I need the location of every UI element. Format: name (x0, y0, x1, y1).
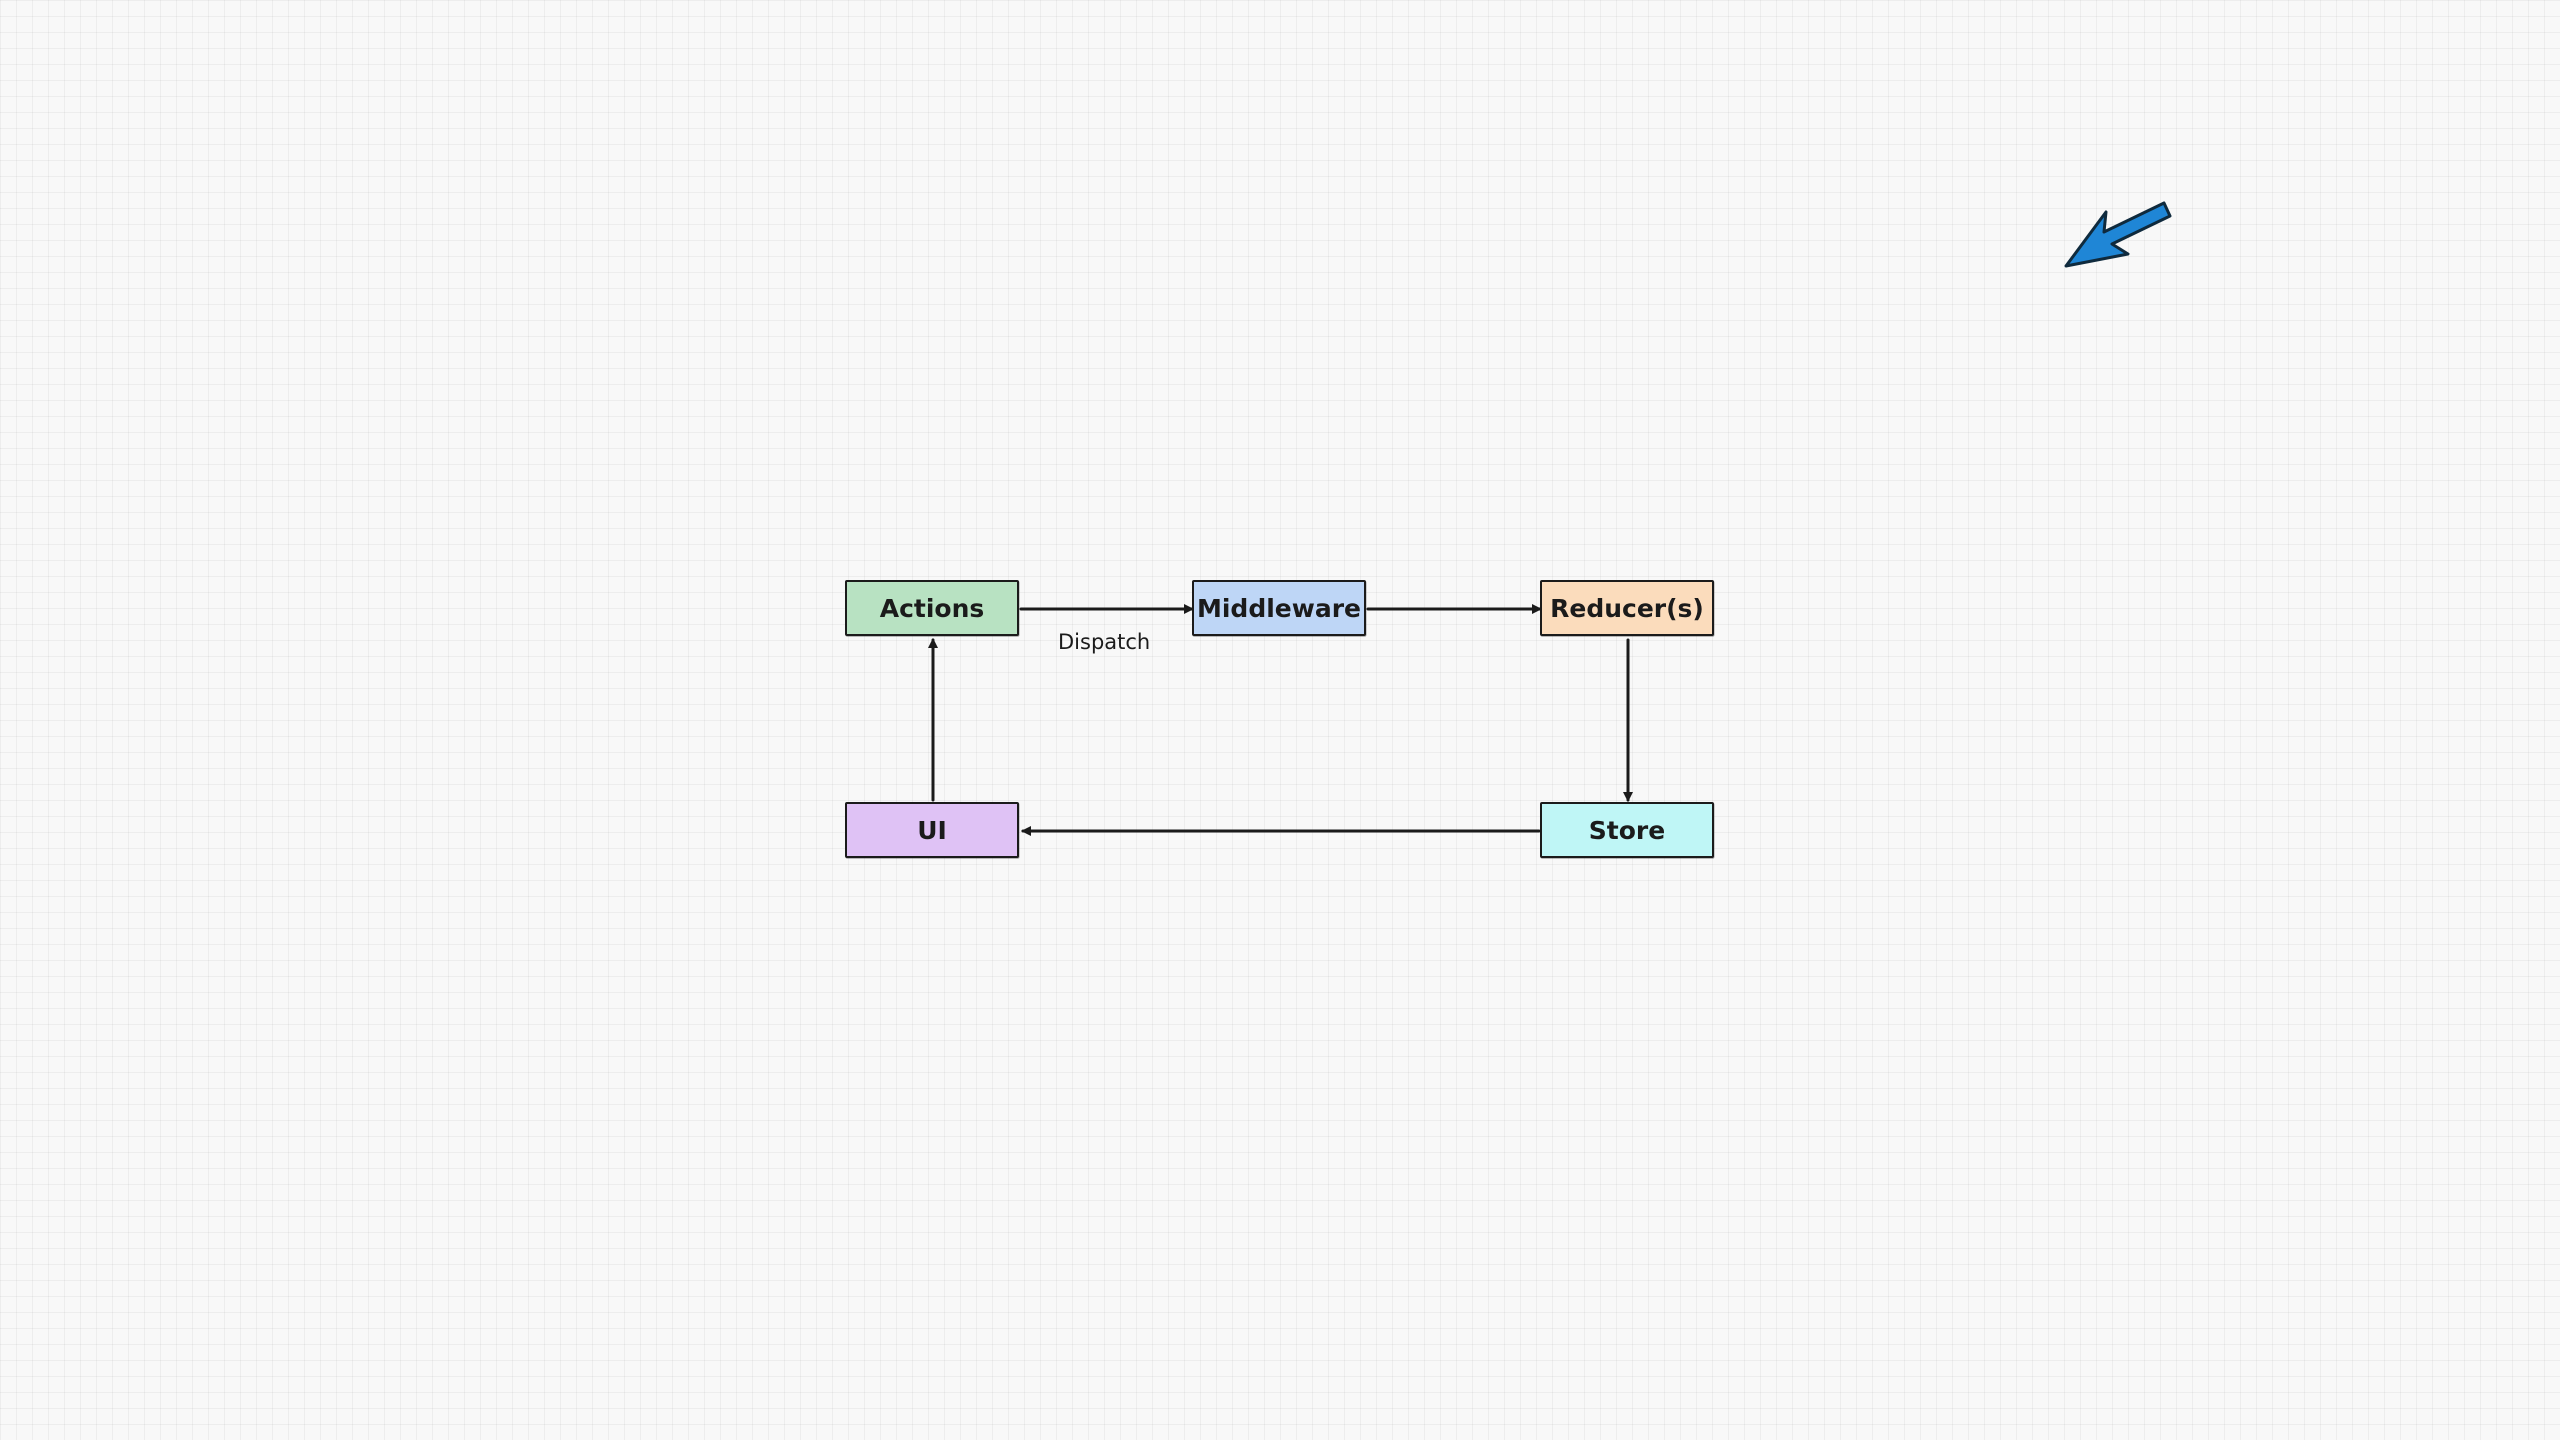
node-actions-label: Actions (879, 593, 985, 623)
node-middleware[interactable]: Middleware (1192, 580, 1366, 636)
edge-label-dispatch[interactable]: Dispatch (1058, 630, 1151, 654)
node-reducers[interactable]: Reducer(s) (1540, 580, 1714, 636)
node-store-label: Store (1588, 815, 1666, 845)
node-reducers-label: Reducer(s) (1550, 593, 1704, 623)
node-middleware-label: Middleware (1196, 593, 1361, 623)
node-store[interactable]: Store (1540, 802, 1714, 858)
node-ui[interactable]: UI (845, 802, 1019, 858)
node-ui-label: UI (917, 815, 947, 845)
arrow-pointer-icon[interactable] (2060, 196, 2180, 286)
node-actions[interactable]: Actions (845, 580, 1019, 636)
